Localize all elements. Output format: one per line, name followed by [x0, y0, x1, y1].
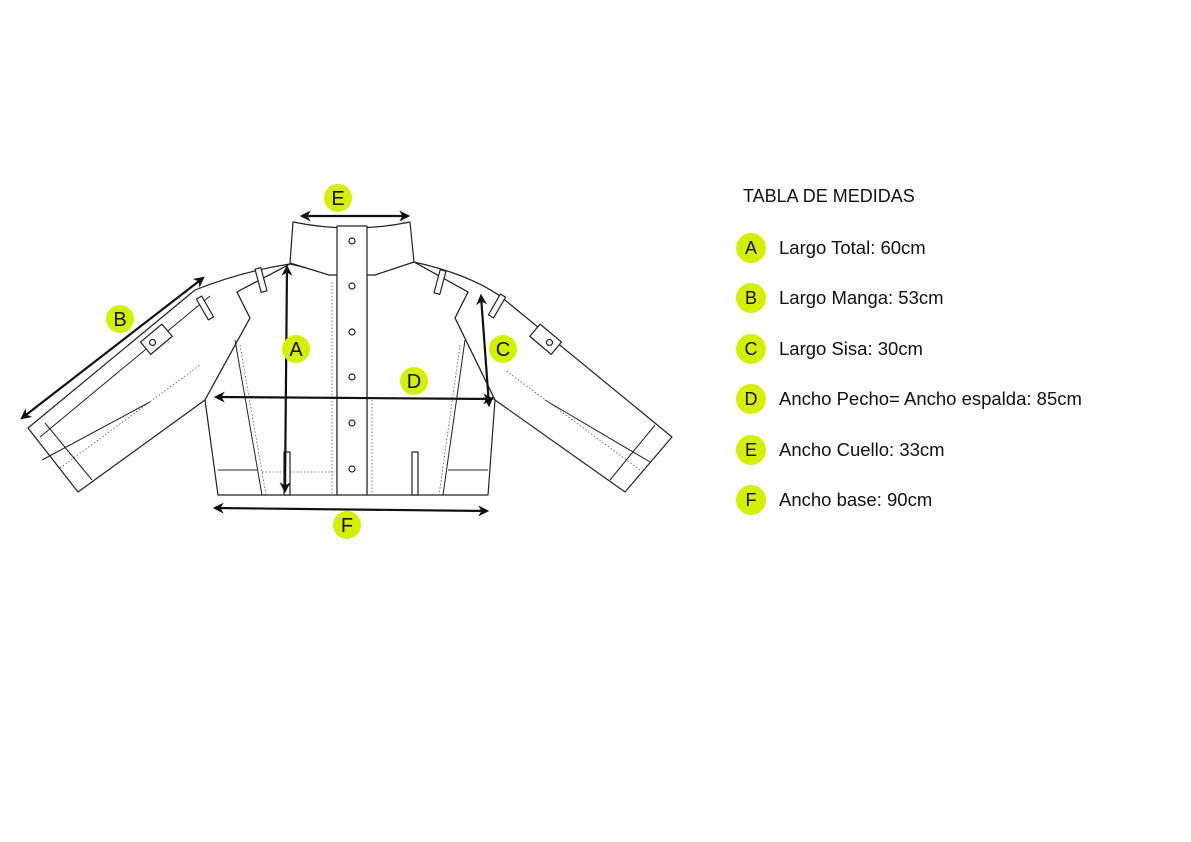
arrow-b — [20, 276, 205, 420]
svg-text:D: D — [407, 371, 421, 393]
svg-text:F: F — [341, 515, 353, 537]
label-b: B — [106, 305, 134, 333]
legend-text-a: Largo Total: 60cm — [779, 237, 926, 258]
legend-text-f: Ancho base: 90cm — [779, 489, 933, 510]
legend-row-c: C Largo Sisa: 30cm — [736, 333, 923, 365]
legend-row-e: E Ancho Cuello: 33cm — [736, 434, 945, 466]
badge-e: E — [736, 435, 766, 465]
measurements-legend: TABLA DE MEDIDAS A Largo Total: 60cm B Lar… — [736, 186, 1082, 515]
legend-text-e: Ancho Cuello: 33cm — [779, 439, 945, 460]
label-f: F — [333, 511, 361, 539]
buttons — [348, 237, 356, 473]
legend-row-d: D Ancho Pecho= Ancho espalda: 85cm — [736, 383, 1082, 415]
right-pocket-welt — [411, 451, 419, 496]
badge-a: A — [736, 233, 766, 263]
arrow-d — [213, 391, 495, 405]
placket — [336, 225, 368, 496]
badge-f: F — [736, 485, 766, 515]
badge-d: D — [736, 384, 766, 414]
legend-row-f: F Ancho base: 90cm — [736, 484, 932, 516]
legend-text-b: Largo Manga: 53cm — [779, 287, 944, 308]
svg-text:A: A — [289, 339, 303, 361]
svg-text:E: E — [331, 188, 344, 210]
legend-row-a: A Largo Total: 60cm — [736, 232, 926, 264]
badge-c: C — [736, 334, 766, 364]
legend-row-b: B Largo Manga: 53cm — [736, 282, 944, 314]
label-d: D — [400, 367, 428, 395]
svg-text:B: B — [113, 309, 126, 331]
label-e: E — [324, 184, 352, 212]
legend-title: TABLA DE MEDIDAS — [743, 186, 915, 206]
legend-text-c: Largo Sisa: 30cm — [779, 338, 923, 359]
arrow-a — [279, 264, 293, 494]
arrow-f — [212, 502, 490, 517]
svg-text:C: C — [496, 339, 510, 361]
label-a: A — [282, 335, 310, 363]
arrow-c — [476, 293, 494, 408]
badge-b: B — [736, 283, 766, 313]
jacket-drawing — [27, 221, 673, 496]
label-c: C — [489, 335, 517, 363]
legend-text-d: Ancho Pecho= Ancho espalda: 85cm — [779, 388, 1082, 409]
